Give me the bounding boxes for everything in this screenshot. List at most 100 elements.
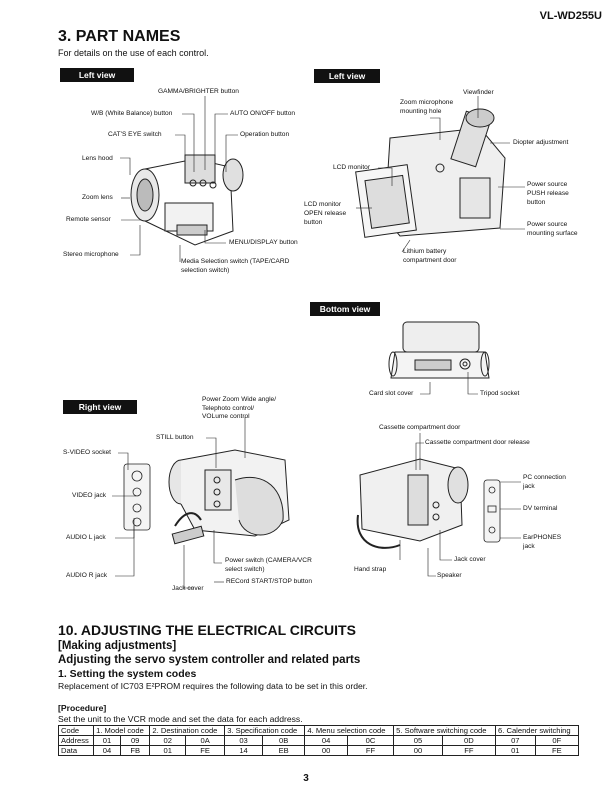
label-cassette-door: Cassette compartment door: [379, 424, 461, 431]
header-cell: 5. Software switching code: [393, 725, 497, 736]
bottom-view-tag: Bottom view: [310, 302, 380, 316]
data-cell: 01: [149, 745, 187, 756]
label-audio-l: AUDIO L jack: [66, 534, 106, 541]
label-power-switch-2: select switch): [225, 566, 265, 573]
left-view-tag-1: Left view: [60, 68, 134, 82]
label-still: STILL button: [156, 434, 194, 441]
pc-dv-jack-panel-illustration: [483, 479, 501, 543]
label-video-jack: VIDEO jack: [72, 492, 107, 499]
camcorder-rear-right-illustration: [356, 458, 469, 549]
data-cell: 01: [495, 745, 536, 756]
camcorder-bottom-illustration: [388, 321, 490, 379]
left-view-tag-2: Left view: [314, 69, 380, 83]
label-lcd-open-2: OPEN release: [304, 210, 347, 217]
data-cell: 00: [304, 745, 348, 756]
address-cell: 0B: [261, 735, 306, 746]
label-lens-hood: Lens hood: [82, 155, 113, 162]
table-header-row: Code 1. Model code 2. Destination code 3…: [57, 725, 579, 736]
data-cell: FE: [185, 745, 226, 756]
camcorder-left-front-illustration: [130, 154, 244, 246]
label-ps-push-1: Power source: [527, 181, 568, 188]
row-label: Address: [57, 735, 95, 746]
header-cell: 6. Calender switching: [495, 725, 579, 736]
section-title: 3. PART NAMES: [58, 28, 181, 45]
label-media-selection-1: Media Selection switch (TAPE/CARD: [181, 258, 290, 265]
camcorder-right-illustration: [168, 449, 290, 545]
label-gamma-brighter: GAMMA/BRIGHTER button: [158, 88, 239, 95]
jack-panel-illustration: [123, 463, 151, 531]
label-cassette-release: Cassette compartment door release: [425, 439, 530, 446]
label-zoom-lens: Zoom lens: [82, 194, 113, 201]
data-cell: 14: [224, 745, 263, 756]
data-cell: FE: [534, 745, 580, 756]
data-cell: FF: [346, 745, 395, 756]
label-media-selection-2: selection switch): [181, 267, 230, 274]
address-cell: 02: [149, 735, 187, 746]
label-pc-2: jack: [523, 483, 535, 490]
label-ps-push-3: button: [527, 199, 546, 206]
label-lcd-open-3: button: [304, 219, 323, 226]
label-audio-r: AUDIO R jack: [66, 572, 108, 579]
address-cell: 0C: [346, 735, 395, 746]
section10-title: 10. ADJUSTING THE ELECTRICAL CIRCUITS: [58, 622, 356, 638]
making-adjustments-heading: [Making adjustments]: [58, 640, 177, 652]
label-power-zoom-2: Telephoto control/: [202, 405, 255, 412]
data-cell: FF: [441, 745, 497, 756]
label-ps-mount-1: Power source: [527, 221, 568, 228]
label-remote-sensor: Remote sensor: [66, 216, 111, 223]
label-record: RECord START/STOP button: [226, 578, 312, 585]
row-label: Data: [57, 745, 95, 756]
label-power-zoom-3: VOLume control: [202, 413, 250, 420]
data-cell: 00: [393, 745, 443, 756]
label-earphones-1: EarPHONES: [523, 534, 562, 541]
label-pc-1: PC connection: [523, 474, 566, 481]
address-cell: 03: [224, 735, 263, 746]
servo-heading: Adjusting the servo system controller an…: [58, 654, 361, 666]
address-cell: 0F: [534, 735, 580, 746]
system-codes-table: Code 1. Model code 2. Destination code 3…: [57, 725, 580, 756]
header-cell: 2. Destination code: [149, 725, 226, 736]
replacement-text: Replacement of IC703 E²PROM requires the…: [58, 681, 368, 691]
label-white-balance: W/B (White Balance) button: [91, 110, 173, 117]
label-auto-onoff: AUTO ON/OFF button: [230, 110, 296, 117]
data-cell: EB: [261, 745, 306, 756]
leader-lines: [112, 96, 525, 589]
header-cell: 4. Menu selection code: [304, 725, 395, 736]
label-diopter: Diopter adjustment: [513, 139, 569, 146]
label-lcd-open-1: LCD monitor: [304, 201, 342, 208]
label-tripod: Tripod socket: [480, 390, 520, 397]
label-lcd-monitor: LCD monitor: [333, 164, 371, 171]
label-dv-terminal: DV terminal: [523, 505, 558, 512]
label-jack-cover-1: Jack cover: [172, 585, 204, 592]
label-lithium-1: Lithium battery: [403, 248, 447, 255]
system-codes-heading: 1. Setting the system codes: [58, 668, 197, 680]
data-cell: 04: [93, 745, 121, 756]
camcorder-left-rear-illustration: [355, 108, 506, 238]
section-subtitle: For details on the use of each control.: [58, 48, 209, 58]
header-cell: 3. Specification code: [224, 725, 306, 736]
label-speaker: Speaker: [437, 572, 462, 579]
label-earphones-2: jack: [523, 543, 535, 550]
table-row-address: Address 01 09 02 0A 03 0B 04 0C 05 0D 07…: [57, 735, 580, 746]
address-cell: 0A: [185, 735, 226, 746]
label-zoom-mic-1: Zoom microphone: [400, 99, 454, 106]
label-viewfinder: Viewfinder: [463, 89, 494, 96]
label-ps-mount-2: mounting surface: [527, 230, 578, 237]
header-cell: 1. Model code: [93, 725, 151, 736]
label-svideo: S-VIDEO socket: [63, 449, 112, 456]
label-jack-cover-2: Jack cover: [454, 556, 486, 563]
header-cell: Code: [57, 725, 95, 736]
label-menu-display: MENU/DISPLAY button: [229, 239, 298, 246]
label-card-slot: Card slot cover: [369, 390, 414, 397]
label-lithium-2: compartment door: [403, 257, 457, 264]
procedure-text: Set the unit to the VCR mode and set the…: [58, 714, 303, 724]
label-power-zoom-1: Power Zoom Wide angle/: [202, 396, 277, 403]
label-zoom-mic-2: mounting hole: [400, 108, 442, 115]
label-hand-strap: Hand strap: [354, 566, 387, 573]
procedure-heading: [Procedure]: [58, 703, 107, 713]
label-operation: Operation button: [240, 131, 290, 138]
table-row-data: Data 04 FB 01 FE 14 EB 00 FF 00 FF 01 FE: [57, 745, 580, 756]
model-number: VL-WD255U: [539, 10, 602, 22]
label-power-switch-1: Power switch (CAMERA/VCR: [225, 557, 312, 564]
address-cell: 01: [93, 735, 121, 746]
